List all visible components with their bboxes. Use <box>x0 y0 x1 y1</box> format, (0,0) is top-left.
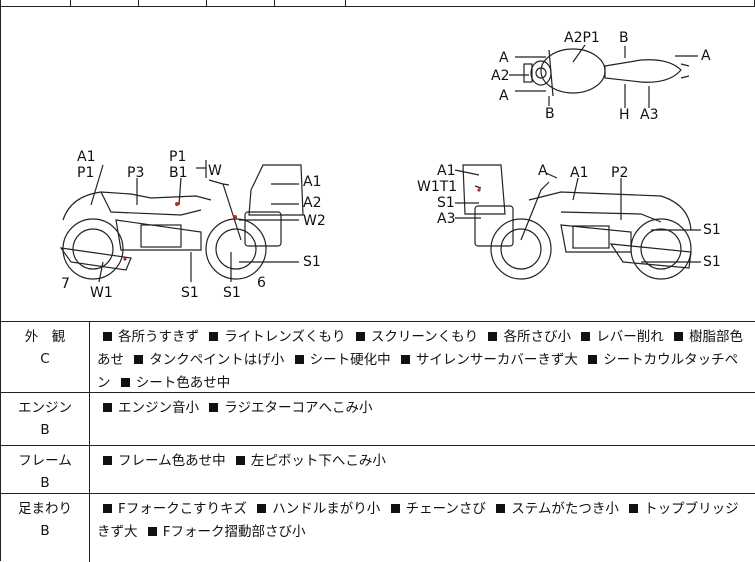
category-frame: フレーム B <box>1 446 89 494</box>
label-right-a1-1: A1 <box>437 163 456 179</box>
label-left-a1-1: A1 <box>77 149 96 165</box>
label-right-a3: A3 <box>437 211 456 227</box>
label-left-p3: P3 <box>127 165 145 181</box>
row-exterior: 外 観 C 各所うすきず ライトレンズくもり スクリーンくもり 各所さび小 レバ… <box>1 321 755 393</box>
notes-exterior: 各所うすきず ライトレンズくもり スクリーンくもり 各所さび小 レバー削れ 樹脂… <box>97 329 744 391</box>
label-left-a2: A2 <box>303 195 322 211</box>
label-left-6: 6 <box>257 275 266 291</box>
label-right-s1-3: S1 <box>703 254 721 270</box>
row-engine: エンジン B エンジン音小 ラジエターコアへこみ小 <box>1 392 755 446</box>
label-right-p2: P2 <box>611 165 629 181</box>
label-left-b1: B1 <box>169 165 188 181</box>
right-side-motorcycle <box>454 164 701 280</box>
label-right-s1-2: S1 <box>703 222 721 238</box>
label-top-a3: A3 <box>640 107 659 123</box>
label-top-h: H <box>619 107 630 123</box>
label-top-a-3: A <box>499 88 509 104</box>
motorcycle-line-art <box>59 44 701 283</box>
grade-engine: B <box>40 422 50 438</box>
grade-frame: B <box>40 475 50 491</box>
label-left-s1-2: S1 <box>181 285 199 301</box>
condition-table: 外 観 C 各所うすきず ライトレンズくもり スクリーンくもり 各所さび小 レバ… <box>0 321 755 562</box>
category-suspension: 足まわり B <box>1 494 89 542</box>
category-engine: エンジン B <box>1 393 89 441</box>
label-left-s1-1: S1 <box>303 254 321 270</box>
label-top-a2: A2 <box>491 68 510 84</box>
label-top-a-2: A <box>701 48 711 64</box>
grade-suspension: B <box>40 523 50 539</box>
label-left-w: W <box>208 163 222 179</box>
label-left-p1-1: P1 <box>77 165 95 181</box>
notes-engine: エンジン音小 ラジエターコアへこみ小 <box>97 397 749 420</box>
label-top-b-2: B <box>545 106 555 122</box>
label-top-a2p1: A2P1 <box>564 30 600 46</box>
label-left-w1: W1 <box>90 285 113 301</box>
category-exterior: 外 観 C <box>1 322 89 370</box>
label-right-a: A <box>538 163 548 179</box>
label-left-a1-2: A1 <box>303 174 322 190</box>
label-right-w1t1: W1T1 <box>417 179 458 195</box>
label-left-w2: W2 <box>303 213 326 229</box>
label-top-b-1: B <box>619 30 629 46</box>
label-left-p1-2: P1 <box>169 149 187 165</box>
label-right-a1-2: A1 <box>570 165 589 181</box>
label-left-s1-3: S1 <box>223 285 241 301</box>
notes-suspension: Fフォークこすりキズ ハンドルまがり小 チェーンさび ステムがたつき小 トップブ… <box>97 501 739 540</box>
previous-table-edge <box>0 0 755 7</box>
label-top-a-1: A <box>499 50 509 66</box>
grade-exterior: C <box>40 351 50 367</box>
damage-diagram: A A2P1 B A A2 A B H A3 A1 P1 P3 P1 B1 W … <box>0 7 755 322</box>
label-left-7: 7 <box>61 276 70 292</box>
top-view-motorcycle <box>509 44 698 108</box>
left-side-motorcycle <box>59 160 304 283</box>
label-right-s1-1: S1 <box>437 195 455 211</box>
notes-frame: フレーム色あせ中 左ピボット下へこみ小 <box>97 450 749 473</box>
row-suspension: 足まわり B Fフォークこすりキズ ハンドルまがり小 チェーンさび ステムがたつ… <box>1 493 755 562</box>
row-frame: フレーム B フレーム色あせ中 左ピボット下へこみ小 <box>1 445 755 494</box>
